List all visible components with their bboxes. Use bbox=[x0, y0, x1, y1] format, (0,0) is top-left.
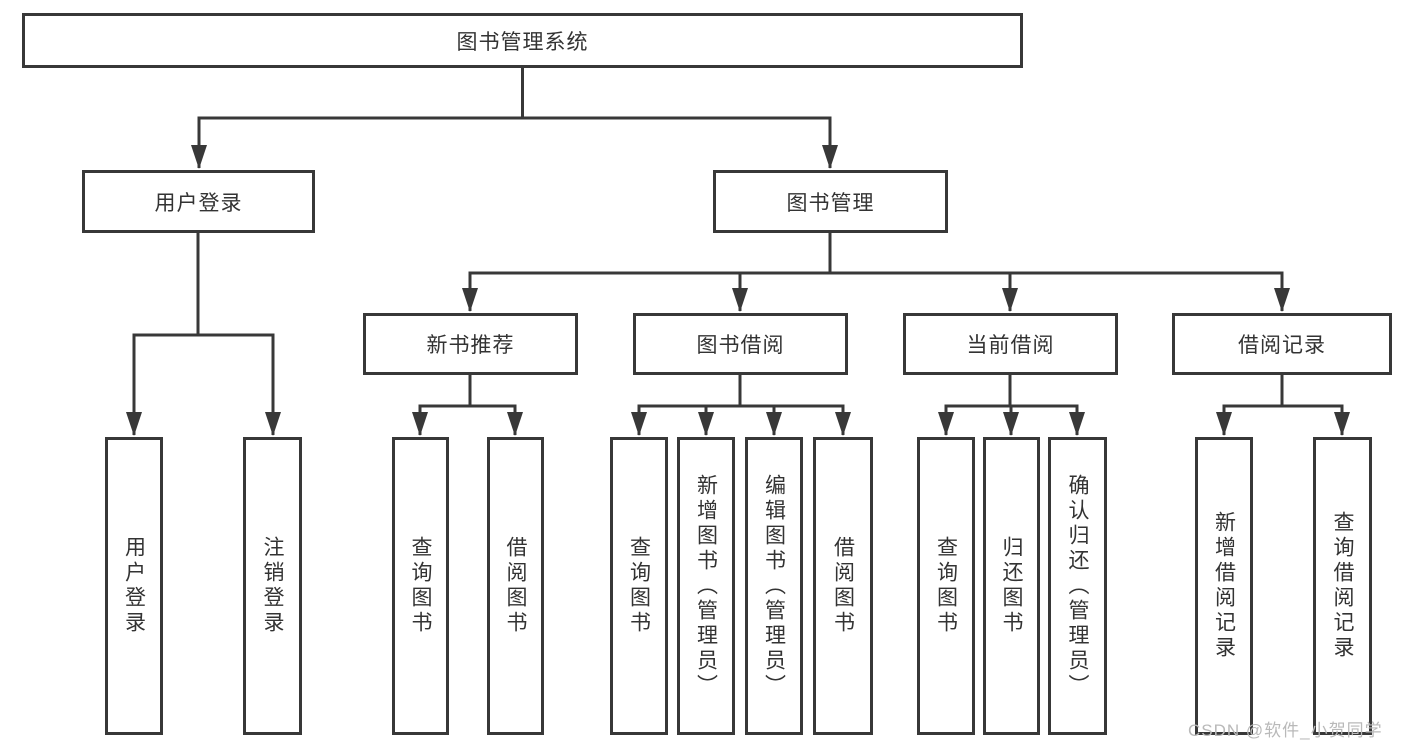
leaf-query-books-current: 查询图书 bbox=[917, 437, 975, 735]
node-book-borrowing: 图书借阅 bbox=[633, 313, 848, 375]
leaf-label: 归还图书 bbox=[1000, 536, 1023, 636]
leaf-label: 借阅图书 bbox=[831, 536, 855, 636]
node-label: 借阅记录 bbox=[1238, 334, 1326, 357]
node-borrowing-records: 借阅记录 bbox=[1172, 313, 1392, 375]
leaf-borrow-books-borrowing: 借阅图书 bbox=[813, 437, 873, 735]
leaf-label: 新增图书（管理员） bbox=[694, 473, 718, 699]
node-user-login: 用户登录 bbox=[82, 170, 315, 233]
node-current-borrowing: 当前借阅 bbox=[903, 313, 1118, 375]
leaf-label: 确认归还（管理员） bbox=[1066, 473, 1089, 699]
csdn-watermark: CSDN @软件_小贺同学 bbox=[1188, 721, 1383, 740]
leaf-label: 编辑图书（管理员） bbox=[762, 473, 786, 699]
leaf-label: 借阅图书 bbox=[504, 536, 527, 636]
leaf-label: 查询图书 bbox=[934, 536, 958, 636]
node-label: 新书推荐 bbox=[426, 334, 515, 357]
leaf-confirm-return-admin: 确认归还（管理员） bbox=[1048, 437, 1107, 735]
node-new-book-recommend: 新书推荐 bbox=[363, 313, 578, 375]
node-label: 图书借阅 bbox=[696, 334, 785, 357]
edge-group bbox=[126, 68, 1350, 436]
node-label: 当前借阅 bbox=[966, 334, 1055, 357]
node-label: 图书管理系统 bbox=[456, 30, 589, 54]
leaf-query-books-borrowing: 查询图书 bbox=[610, 437, 668, 735]
leaf-label: 用户登录 bbox=[122, 536, 146, 636]
node-label: 用户登录 bbox=[154, 191, 243, 215]
leaf-borrow-books-recommend: 借阅图书 bbox=[487, 437, 544, 735]
leaf-label: 查询图书 bbox=[627, 536, 651, 636]
leaf-label: 注销登录 bbox=[261, 536, 284, 636]
leaf-query-books-recommend: 查询图书 bbox=[392, 437, 449, 735]
leaf-label: 新增借阅记录 bbox=[1212, 511, 1236, 661]
leaf-add-book-admin: 新增图书（管理员） bbox=[677, 437, 735, 735]
leaf-user-login: 用户登录 bbox=[105, 437, 163, 735]
node-book-management: 图书管理 bbox=[713, 170, 948, 233]
leaf-edit-book-admin: 编辑图书（管理员） bbox=[745, 437, 803, 735]
node-system-root: 图书管理系统 bbox=[22, 13, 1023, 68]
leaf-logout: 注销登录 bbox=[243, 437, 302, 735]
leaf-add-borrow-record: 新增借阅记录 bbox=[1195, 437, 1253, 735]
leaf-return-book: 归还图书 bbox=[983, 437, 1040, 735]
leaf-query-borrow-record: 查询借阅记录 bbox=[1313, 437, 1372, 735]
leaf-label: 查询图书 bbox=[409, 536, 432, 636]
leaf-label: 查询借阅记录 bbox=[1331, 511, 1354, 661]
node-label: 图书管理 bbox=[786, 191, 875, 215]
